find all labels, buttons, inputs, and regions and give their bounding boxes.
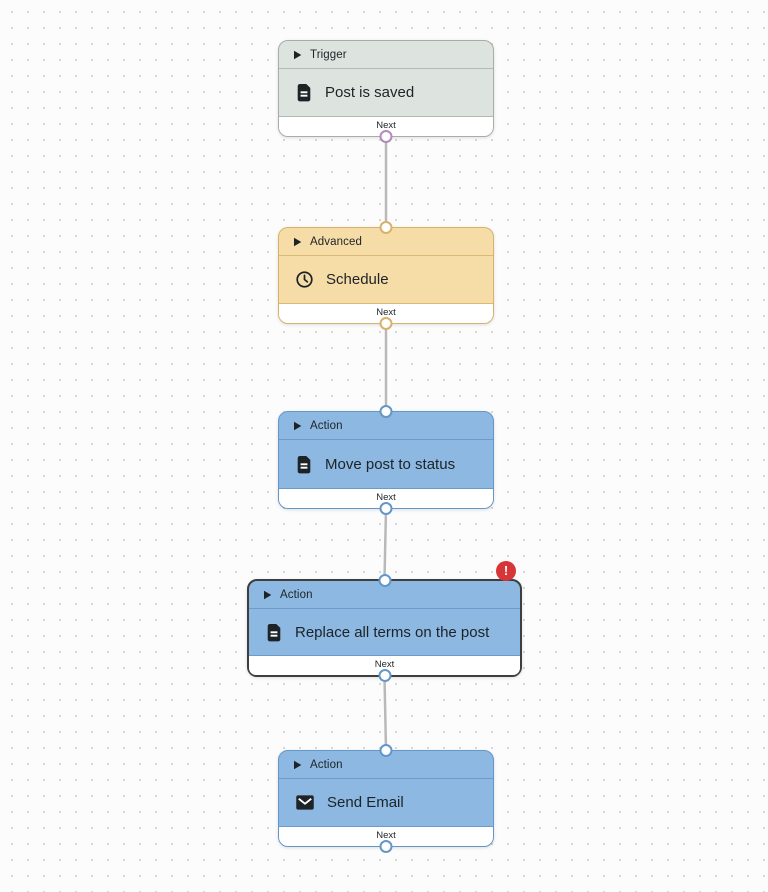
node-header: Advanced [279,228,493,256]
play-icon [263,590,272,600]
node-footer: Next [279,303,493,323]
edge-action2-to-action3[interactable] [383,676,388,751]
node-body: Post is saved [279,69,493,116]
node-category: Action [310,758,343,771]
node-label: Schedule [326,271,389,288]
next-label: Next [374,659,395,670]
node-header: Trigger [279,41,493,69]
node-body: Schedule [279,256,493,303]
play-icon [293,421,302,431]
source-handle[interactable] [379,840,393,853]
target-handle[interactable] [379,744,393,757]
node-category: Action [310,419,343,432]
next-label: Next [376,120,396,131]
node-body: Send Email [279,779,493,826]
node-label: Move post to status [325,455,456,473]
error-badge-icon[interactable]: ! [496,561,516,581]
next-label: Next [376,830,396,841]
node-category: Advanced [310,235,362,248]
clock-icon [295,270,314,289]
node-footer: Next [279,488,493,508]
target-handle[interactable] [379,221,393,234]
node-footer: Next [249,655,520,675]
source-handle[interactable] [379,317,393,330]
next-label: Next [376,492,396,503]
email-icon [295,794,315,811]
node-header: Action [249,581,520,609]
node-action-send-email[interactable]: Action Send Email Next [278,744,494,853]
node-label: Post is saved [325,84,415,101]
play-icon [293,760,302,770]
node-category: Trigger [310,48,347,61]
document-icon [295,455,313,474]
target-handle[interactable] [379,405,393,418]
source-handle[interactable] [379,502,393,515]
node-trigger-post-is-saved[interactable]: Trigger Post is saved Next [278,40,494,143]
node-category: Action [280,588,313,601]
node-footer: Next [279,116,493,136]
node-body: Replace all terms on the post [249,609,520,655]
node-label: Send Email [327,794,404,811]
document-icon [295,83,313,102]
next-label: Next [376,307,396,318]
source-handle[interactable] [379,130,393,143]
node-header: Action [279,751,493,779]
play-icon [293,50,302,60]
source-handle[interactable] [378,669,391,682]
node-header: Action [279,412,493,440]
node-body: Move post to status [279,440,493,488]
node-advanced-schedule[interactable]: Advanced Schedule Next [278,221,494,330]
node-action-move-post-to-status[interactable]: Action Move post to status Next [278,405,494,515]
node-footer: Next [279,826,493,846]
target-handle[interactable] [378,574,391,587]
play-icon [293,237,302,247]
node-label: Replace all terms on the post [295,623,490,641]
edge-action1-to-action2[interactable] [383,508,388,580]
document-icon [265,623,283,642]
node-action-replace-all-terms[interactable]: ! Action Replace all terms on the post N… [247,561,522,682]
